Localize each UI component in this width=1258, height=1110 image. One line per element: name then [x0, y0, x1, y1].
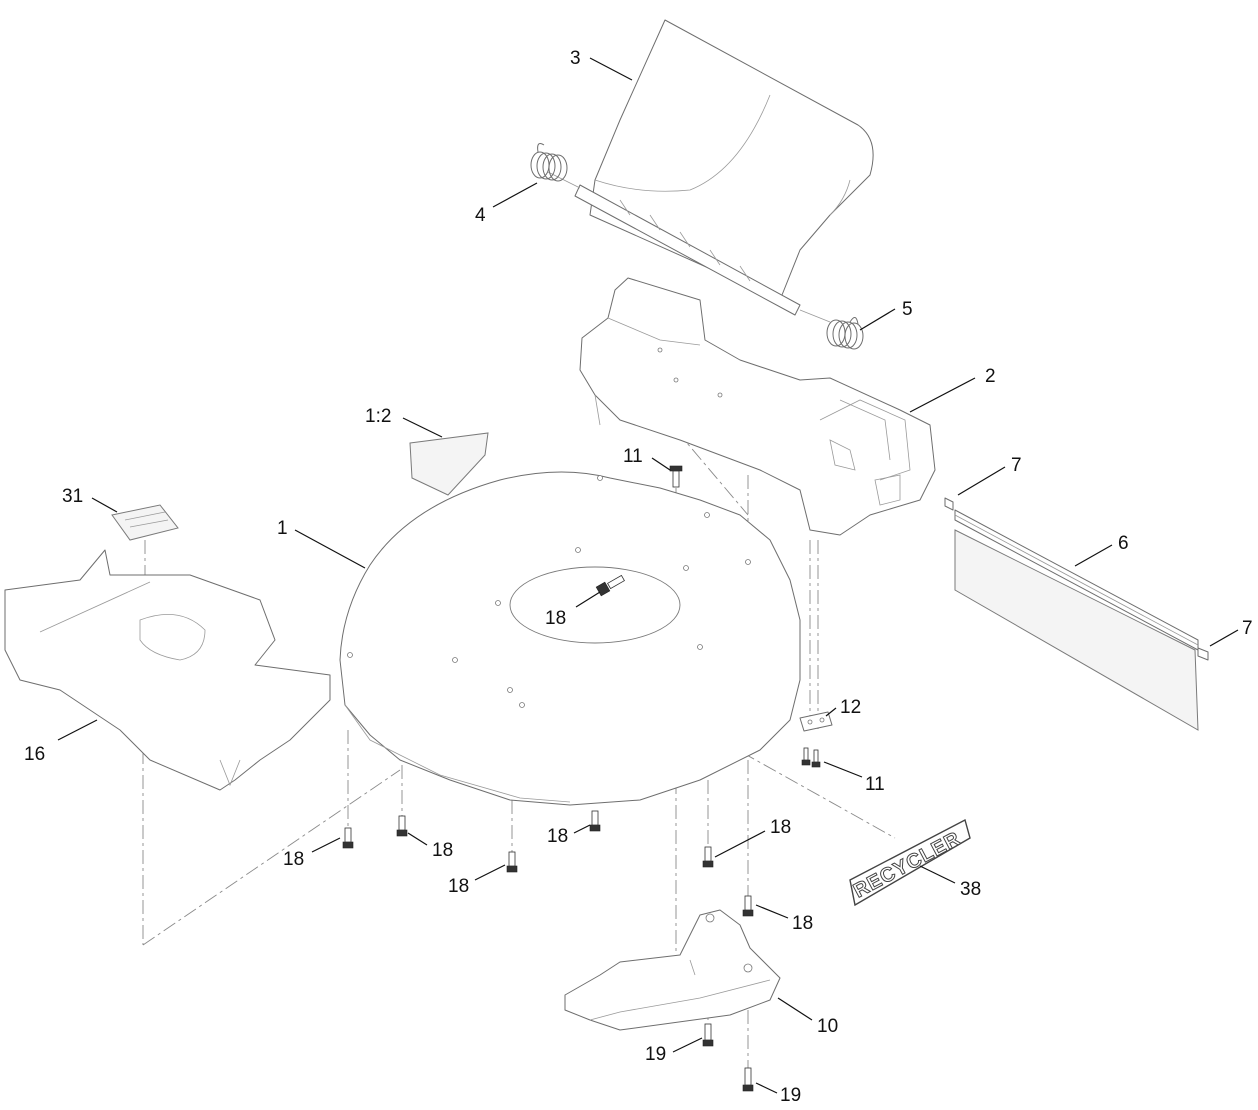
callout-1: 1 — [277, 518, 288, 539]
callout-18-c: 18 — [448, 876, 469, 897]
bolt-18-a — [342, 827, 354, 849]
deflector-plate-part-1-2 — [409, 432, 489, 496]
callout-16: 16 — [24, 744, 45, 765]
bolt-11-top — [669, 465, 683, 488]
callout-18-e: 18 — [770, 817, 791, 838]
callout-18-b: 18 — [432, 840, 453, 861]
callout-18-f: 18 — [792, 913, 813, 934]
bolt-19-b — [742, 1067, 754, 1092]
rear-shield-part-6 — [944, 497, 1209, 731]
callout-4: 4 — [475, 205, 486, 226]
mower-deck-part-1 — [339, 471, 801, 806]
leader-lines — [57, 57, 1239, 1094]
side-cover-part-16 — [4, 549, 331, 791]
callout-18-d: 18 — [547, 826, 568, 847]
assembly-lines — [142, 429, 896, 1070]
callout-31: 31 — [62, 486, 83, 507]
callout-18-a: 18 — [283, 849, 304, 870]
rear-housing-part-2 — [579, 277, 936, 536]
recycler-decal-text: RECYCLER — [850, 828, 965, 903]
callout-12: 12 — [840, 697, 861, 718]
bolt-18-d — [589, 810, 601, 832]
spring-part-4 — [530, 143, 568, 182]
callout-18-center: 18 — [545, 608, 566, 629]
bolt-11-lower-b — [811, 749, 821, 768]
callout-3: 3 — [570, 48, 581, 69]
callout-38: 38 — [960, 879, 981, 900]
bolt-18-f — [742, 895, 754, 917]
bracket-part-12 — [799, 711, 833, 732]
callout-11-top: 11 — [623, 446, 643, 467]
callout-2: 2 — [985, 366, 996, 387]
callout-6: 6 — [1118, 533, 1129, 554]
spring-part-5 — [826, 317, 864, 350]
decal-part-31 — [111, 504, 179, 541]
rear-flap-part-3 — [547, 19, 874, 323]
callout-10: 10 — [817, 1016, 838, 1037]
blade-cover-part-10 — [564, 909, 781, 1031]
bolt-18-e — [702, 846, 714, 868]
callout-11-lower: 11 — [865, 774, 885, 795]
bolt-11-lower-a — [801, 747, 811, 766]
callout-1-2: 1:2 — [365, 406, 391, 427]
bolt-18-b — [396, 815, 408, 837]
bolts — [342, 465, 821, 1092]
recycler-decal-part-38: RECYCLER — [849, 818, 971, 907]
callout-19-a: 19 — [645, 1044, 666, 1065]
bolt-19-a — [702, 1023, 714, 1047]
callout-7-top: 7 — [1011, 455, 1022, 476]
callout-5: 5 — [902, 299, 913, 320]
callout-7-right: 7 — [1242, 618, 1253, 639]
callout-labels: 3 4 5 2 1:2 11 7 31 1 6 7 18 12 16 11 18… — [24, 48, 1253, 1106]
callout-19-b: 19 — [780, 1085, 801, 1106]
bolt-18-c — [506, 851, 518, 873]
